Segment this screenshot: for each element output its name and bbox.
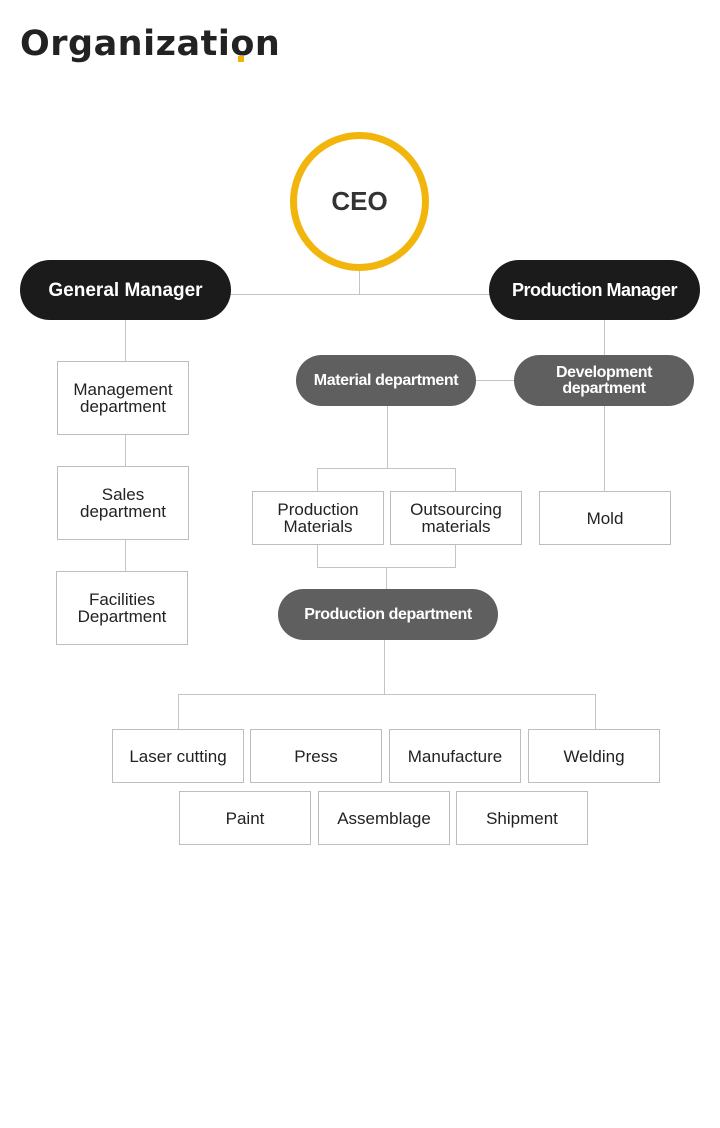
outsourcing-materials-node: Outsourcing materials bbox=[390, 491, 522, 545]
connector-line bbox=[178, 694, 596, 695]
facilities-department-node: Facilities Department bbox=[56, 571, 188, 645]
connector-line bbox=[317, 468, 456, 469]
mold-node: Mold bbox=[539, 491, 671, 545]
connector-line bbox=[595, 694, 596, 729]
connector-line bbox=[125, 435, 126, 466]
shipment-node: Shipment bbox=[456, 791, 588, 845]
connector-line bbox=[387, 405, 388, 468]
page-title: Organization bbox=[20, 24, 281, 64]
connector-line bbox=[317, 468, 318, 492]
welding-node: Welding bbox=[528, 729, 660, 783]
connector-line bbox=[455, 544, 456, 567]
press-node: Press bbox=[250, 729, 382, 783]
laser-cutting-node: Laser cutting bbox=[112, 729, 244, 783]
paint-node: Paint bbox=[179, 791, 311, 845]
connector-line bbox=[178, 694, 179, 729]
title-accent-dot bbox=[238, 56, 244, 62]
connector-line bbox=[125, 539, 126, 571]
development-department-node: Development department bbox=[514, 355, 694, 406]
ceo-node: CEO bbox=[290, 132, 429, 271]
production-department-node: Production department bbox=[278, 589, 498, 640]
connector-line bbox=[125, 319, 126, 361]
connector-line bbox=[230, 294, 490, 295]
connector-line bbox=[604, 405, 605, 491]
general-manager-node: General Manager bbox=[20, 260, 231, 320]
sales-department-node: Sales department bbox=[57, 466, 189, 540]
management-department-node: Management department bbox=[57, 361, 189, 435]
connector-line bbox=[317, 544, 318, 567]
connector-line bbox=[474, 380, 516, 381]
production-materials-node: Production Materials bbox=[252, 491, 384, 545]
manufacture-node: Manufacture bbox=[389, 729, 521, 783]
connector-line bbox=[386, 567, 387, 590]
assemblage-node: Assemblage bbox=[318, 791, 450, 845]
connector-line bbox=[455, 468, 456, 492]
production-manager-node: Production Manager bbox=[489, 260, 700, 320]
material-department-node: Material department bbox=[296, 355, 476, 406]
connector-line bbox=[384, 639, 385, 694]
connector-line bbox=[359, 270, 360, 294]
connector-line bbox=[604, 319, 605, 355]
